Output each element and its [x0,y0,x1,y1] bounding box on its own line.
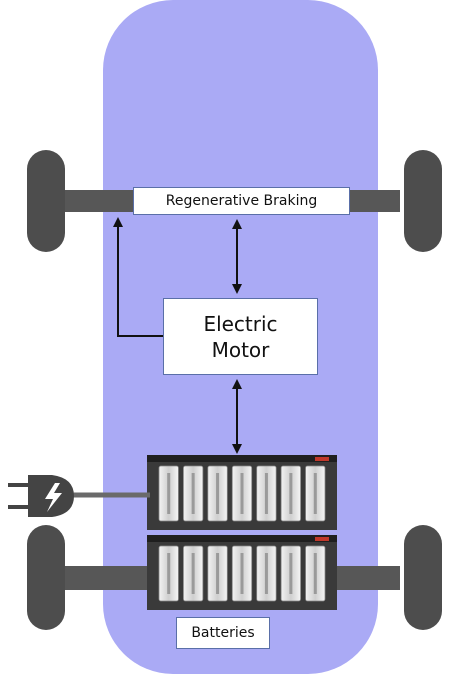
lightning-icon [45,483,62,512]
plug-icon [8,475,74,517]
front-left-wheel [27,150,65,252]
battery-pack [147,455,337,610]
motor-to-regen-arrow [113,217,163,337]
regenerative-braking-box: Regenerative Braking [133,187,350,215]
electric-motor-box: Electric Motor [163,298,318,375]
rear-left-wheel [27,525,65,630]
front-right-wheel [404,150,442,252]
batteries-box: Batteries [176,617,270,649]
rear-right-wheel [404,525,442,630]
battery-module [147,535,337,610]
battery-module [147,455,337,530]
